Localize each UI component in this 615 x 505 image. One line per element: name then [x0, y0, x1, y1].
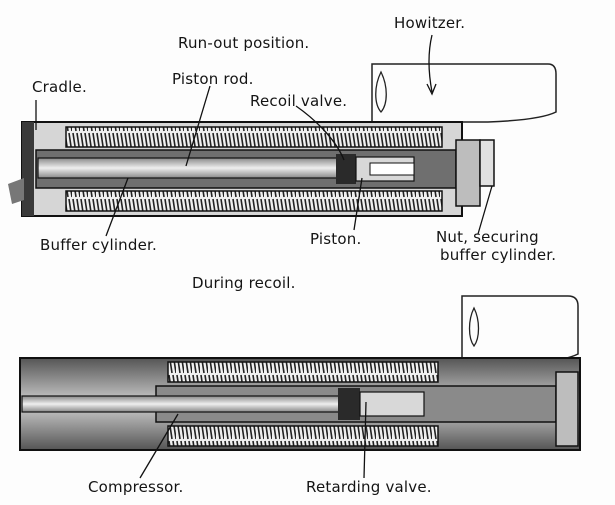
label-piston-rod: Piston rod.: [172, 70, 254, 88]
front-cap: [455, 139, 481, 207]
label-piston: Piston.: [310, 230, 362, 248]
upper-spring-bottom: [65, 190, 443, 212]
rear-stub: [8, 178, 24, 204]
recoil-assembly: [19, 295, 581, 451]
bottom-leader-lines: [139, 401, 367, 479]
securing-nut: [479, 139, 495, 187]
label-howitzer: Howitzer.: [394, 14, 466, 32]
label-recoil-valve: Recoil valve.: [250, 92, 348, 110]
label-retarding-valve: Retarding valve.: [306, 478, 432, 496]
howitzer-mark: [375, 70, 387, 113]
upper-spring-top: [65, 126, 443, 148]
heading-during-recoil: During recoil.: [192, 274, 296, 292]
retarding-valve-body: [359, 391, 425, 417]
label-compressor: Compressor.: [88, 478, 184, 496]
lower-piston-head: [338, 388, 360, 420]
top-leader-lines: [35, 34, 493, 237]
howitzer-mark-lower: [468, 306, 480, 348]
lower-spring-top: [167, 361, 439, 383]
cradle-left-wall: [22, 122, 34, 216]
lower-front-cap: [555, 371, 579, 447]
label-buffer-cylinder: Buffer cylinder.: [40, 236, 157, 254]
valve-core: [369, 162, 415, 176]
label-cradle: Cradle.: [32, 78, 87, 96]
runout-assembly: [8, 63, 557, 217]
label-nut-line1: Nut, securing: [436, 228, 539, 246]
lower-spring-bottom: [167, 425, 439, 447]
lower-piston-rod: [21, 395, 341, 413]
heading-runout: Run-out position.: [178, 34, 310, 52]
label-nut-line2: buffer cylinder.: [440, 246, 557, 264]
howitzer-outline-lower: [461, 295, 579, 363]
howitzer-outline: [371, 63, 557, 123]
piston-head: [336, 154, 356, 184]
